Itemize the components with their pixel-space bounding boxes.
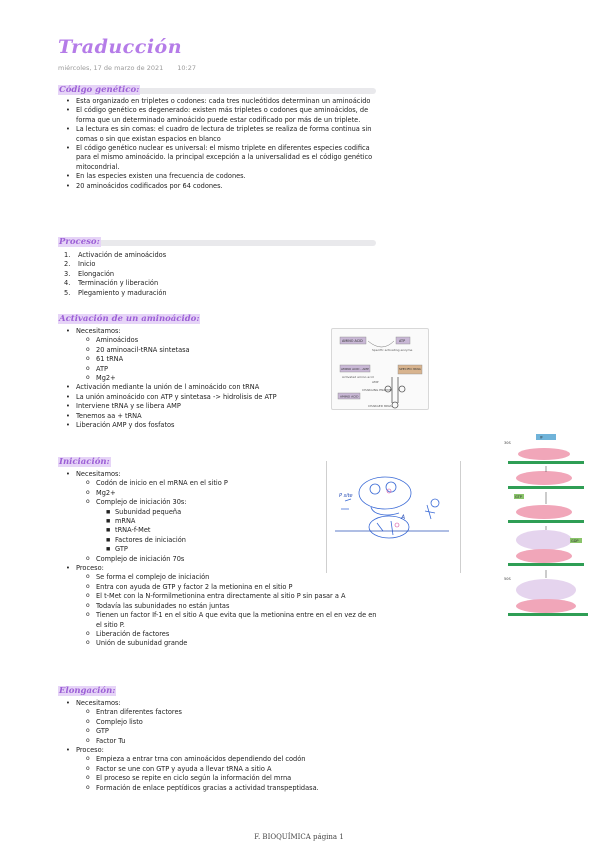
list-item: El código genético es degenerado: existe… <box>58 106 376 125</box>
list-item: Necesitamos: <box>58 327 328 337</box>
list-item: Empieza a entrar trna con aminoácidos de… <box>58 754 378 764</box>
list-item: Liberación de factores <box>58 629 378 639</box>
section-bar <box>58 88 376 94</box>
list-item: Subunidad pequeña <box>58 508 378 518</box>
fig1-label: AMINO ACID <box>342 339 363 343</box>
list-item: Necesitamos: <box>58 699 378 709</box>
trna-activation-figure: AMINO ACID ATP Specific activating enzym… <box>331 328 429 410</box>
iniciacion-list: Necesitamos: Codón de inicio en el mRNA … <box>58 470 378 649</box>
fig1-label: AMINO ACID <box>340 395 359 399</box>
initiation-pathway-figure: IF 30S GTP 50S GDP <box>500 430 595 630</box>
ribosome-sketch-figure: P site A <box>326 461 461 573</box>
fig1-label: AMINO ACID - AMP <box>341 367 369 371</box>
codigo-list: Esta organizado en tripletes o codones: … <box>58 97 376 191</box>
fig3-label: IF <box>540 436 543 440</box>
list-item: Mg2+ <box>58 488 378 498</box>
section-header-elongacion: Elongación: <box>58 686 117 696</box>
section-bar <box>58 240 376 246</box>
fig1-label: CHARGING ENZYME <box>362 388 392 392</box>
list-item: Codón de inicio en el mRNA en el sitio P <box>58 478 378 488</box>
list-item: 5.Plegamiento y maduración <box>64 288 167 297</box>
list-item: 20 aminoácidos codificados por 64 codone… <box>58 182 376 192</box>
trna-activation-diagram: AMINO ACID ATP Specific activating enzym… <box>337 336 423 409</box>
list-item: Factor se une con GTP y ayuda a llevar t… <box>58 764 378 774</box>
list-item: Entra con ayuda de GTP y factor 2 la met… <box>58 582 378 592</box>
list-item: tRNA-f-Met <box>58 526 378 536</box>
list-item: Tenemos aa + tRNA <box>58 412 328 422</box>
fig1-label: Specific activating enzyme <box>372 348 413 352</box>
section-header-iniciacion: Iniciación: <box>58 457 111 467</box>
fig3-label: GDP <box>571 539 579 543</box>
proceso-list: 1.Activación de aminoácidos 2.Inicio 3.E… <box>58 251 376 298</box>
fig1-label: Activated amino acid <box>342 375 374 379</box>
list-item: 2.Inicio <box>64 260 96 269</box>
section-header-codigo: Código genético: <box>58 85 141 95</box>
list-item: 1.Activación de aminoácidos <box>64 251 167 259</box>
list-item: 61 tRNA <box>58 354 328 364</box>
page-footer: F. BIOQUÍMICA página 1 <box>254 833 344 841</box>
list-item: GTP <box>58 545 378 555</box>
fig3-label: 30S <box>504 441 511 445</box>
list-item: El t-Met con la N-formilmetionina entra … <box>58 591 378 601</box>
list-item: Proceso: <box>58 564 378 574</box>
fig3-label: 50S <box>504 577 511 581</box>
fig3-label: GTP <box>515 495 522 499</box>
section-header-activacion: Activación de un aminoácido: <box>58 314 201 324</box>
list-item: Liberación AMP y dos fosfatos <box>58 421 328 431</box>
list-item: 4.Terminación y liberación <box>64 279 159 288</box>
list-item: Se forma el complejo de iniciación <box>58 572 378 582</box>
fig2-label: A <box>400 514 405 521</box>
list-item: Unión de subunidad grande <box>58 638 378 648</box>
list-item: Todavía las subunidades no están juntas <box>58 601 378 611</box>
list-item: Mg2+ <box>58 373 328 383</box>
list-item: En las especies existen una frecuencia d… <box>58 172 376 182</box>
ribosome-sketch: P site A <box>335 476 449 539</box>
list-item: El código genético nuclear es universal:… <box>58 144 376 172</box>
activacion-list: Necesitamos: Aminoácidos 20 aminoacil-tR… <box>58 327 328 431</box>
date-text: miércoles, 17 de marzo de 2021 <box>58 64 164 72</box>
initiation-pathway-diagram: IF 30S GTP 50S GDP <box>504 434 588 616</box>
list-item: La lectura es sin comas: el cuadro de le… <box>58 125 376 144</box>
fig1-label: CHARGED tRNA <box>368 404 392 408</box>
list-item: 3.Elongación <box>64 269 115 278</box>
page-title: Traducción <box>58 36 183 58</box>
list-item: Formación de enlace peptídicos gracias a… <box>58 783 378 793</box>
list-item: La unión aminoácido con ATP y sintetasa … <box>58 393 328 403</box>
list-item: Complejo de iniciación 70s <box>58 554 378 564</box>
list-item: Interviene tRNA y se libera AMP <box>58 402 328 412</box>
list-item: 20 aminoacil-tRNA sintetasa <box>58 345 328 355</box>
list-item: ATP <box>58 364 328 374</box>
section-header-proceso: Proceso: <box>58 237 101 247</box>
list-item: Factor Tu <box>58 736 378 746</box>
list-item: Necesitamos: <box>58 470 378 480</box>
list-item: Aminoácidos <box>58 335 328 345</box>
list-item: GTP <box>58 726 378 736</box>
list-item: Tienen un factor If-1 en el sitio A que … <box>58 610 378 630</box>
list-item: Proceso: <box>58 746 378 756</box>
fig1-label: ATP <box>399 339 405 343</box>
list-item: mRNA <box>58 517 378 527</box>
fig1-label: SPECIFIC tRNA <box>399 367 422 371</box>
time-text: 10:27 <box>177 64 196 72</box>
list-item: Complejo listo <box>58 717 378 727</box>
elongacion-list: Necesitamos: Entran diferentes factores … <box>58 699 378 793</box>
list-item: Entran diferentes factores <box>58 707 378 717</box>
list-item: Esta organizado en tripletes o codones: … <box>58 97 376 107</box>
fig2-label: P site <box>339 493 353 499</box>
list-item: Activación mediante la unión de l aminoá… <box>58 383 328 393</box>
fig1-label: AMP <box>372 380 379 384</box>
list-item: Factores de iniciación <box>58 536 378 546</box>
page-date: miércoles, 17 de marzo de 2021 10:27 <box>58 64 210 72</box>
list-item: Complejo de iniciación 30s: <box>58 497 378 507</box>
list-item: El proceso se repite en ciclo según la i… <box>58 773 378 783</box>
